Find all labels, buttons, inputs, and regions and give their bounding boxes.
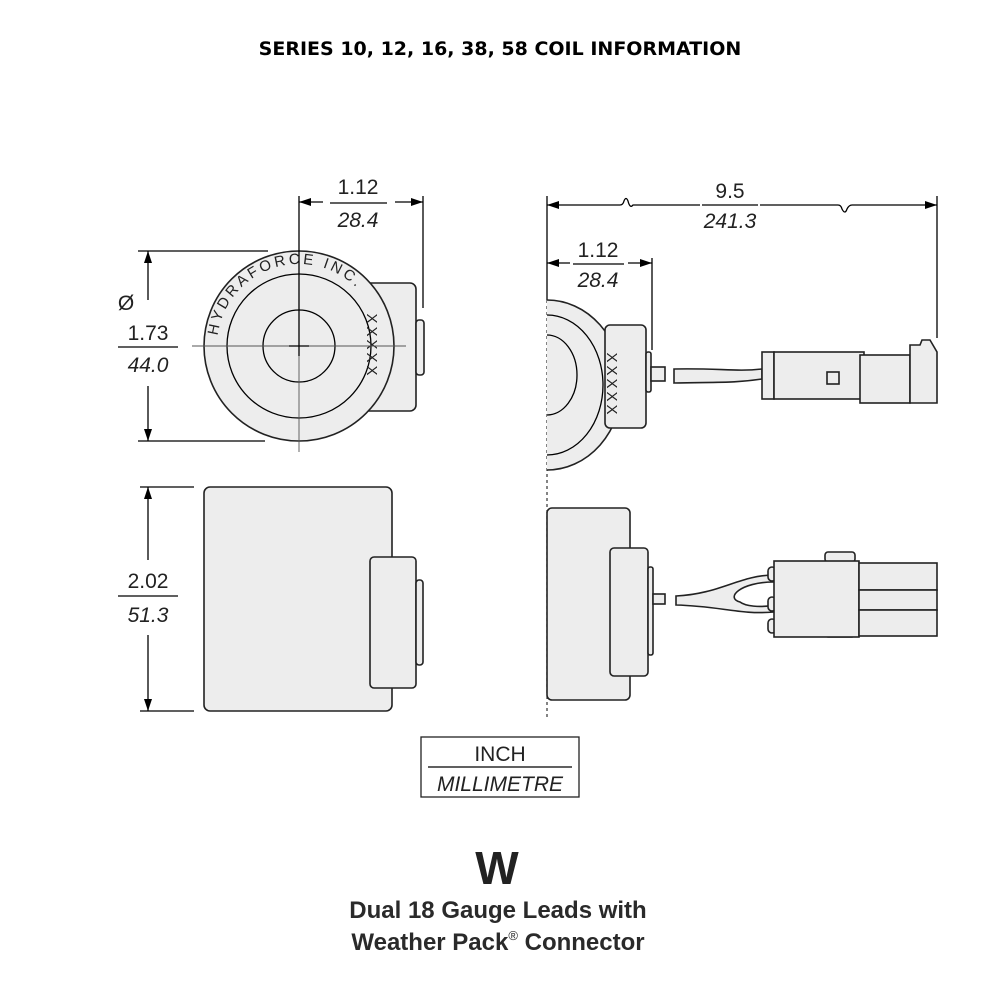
height-mm: 51.3 — [128, 604, 169, 627]
registered-mark: ® — [508, 928, 518, 943]
diameter-mm: 44.0 — [128, 354, 169, 377]
height-inch: 2.02 — [128, 570, 169, 593]
coil-top-right-view: XXXXX — [547, 299, 938, 471]
coil-bottom-right-view — [546, 507, 938, 701]
height-dimension: 2.02 51.3 — [118, 486, 194, 712]
right-offset-dimension: 1.12 28.4 — [547, 239, 653, 350]
option-code: W — [475, 842, 519, 894]
coil-end-view: HYDRAFORCE INC. XXXXX — [192, 250, 425, 452]
top-offset-dimension: 1.12 28.4 — [298, 176, 424, 336]
lead-length-mm: 241.3 — [703, 210, 757, 233]
coil-body — [203, 486, 393, 712]
connector-tab — [415, 319, 425, 376]
option-description-line2: Weather Pack® Connector — [351, 928, 644, 956]
right-coil-code: XXXXX — [603, 352, 620, 417]
coil-side-view — [203, 486, 424, 712]
connector-housing-side — [369, 556, 417, 689]
lead-length-dimension: 9.5 241.3 — [546, 180, 938, 338]
diameter-inch: 1.73 — [128, 322, 169, 345]
connector-name: Weather Pack — [351, 929, 509, 956]
connector-tab-side — [415, 579, 424, 666]
units-millimetre: MILLIMETRE — [437, 773, 564, 796]
right-offset-mm: 28.4 — [577, 269, 619, 292]
weather-pack-connector-top — [761, 339, 938, 404]
offset-inch: 1.12 — [338, 176, 379, 199]
connector-suffix: Connector — [518, 929, 645, 956]
option-description-line1: Dual 18 Gauge Leads with — [349, 897, 646, 924]
right-offset-inch: 1.12 — [578, 239, 619, 262]
diameter-symbol: Ø — [118, 292, 134, 315]
units-legend: INCH MILLIMETRE — [420, 736, 580, 798]
lead-wires — [673, 368, 763, 384]
weather-pack-connector-bottom — [767, 551, 938, 638]
units-inch: INCH — [474, 743, 525, 766]
lead-wires-bottom — [675, 574, 775, 614]
lead-length-inch: 9.5 — [715, 180, 744, 203]
offset-mm: 28.4 — [337, 209, 379, 232]
page-title: SERIES 10, 12, 16, 38, 58 COIL INFORMATI… — [259, 38, 742, 60]
diameter-dimension: Ø 1.73 44.0 — [118, 250, 268, 442]
